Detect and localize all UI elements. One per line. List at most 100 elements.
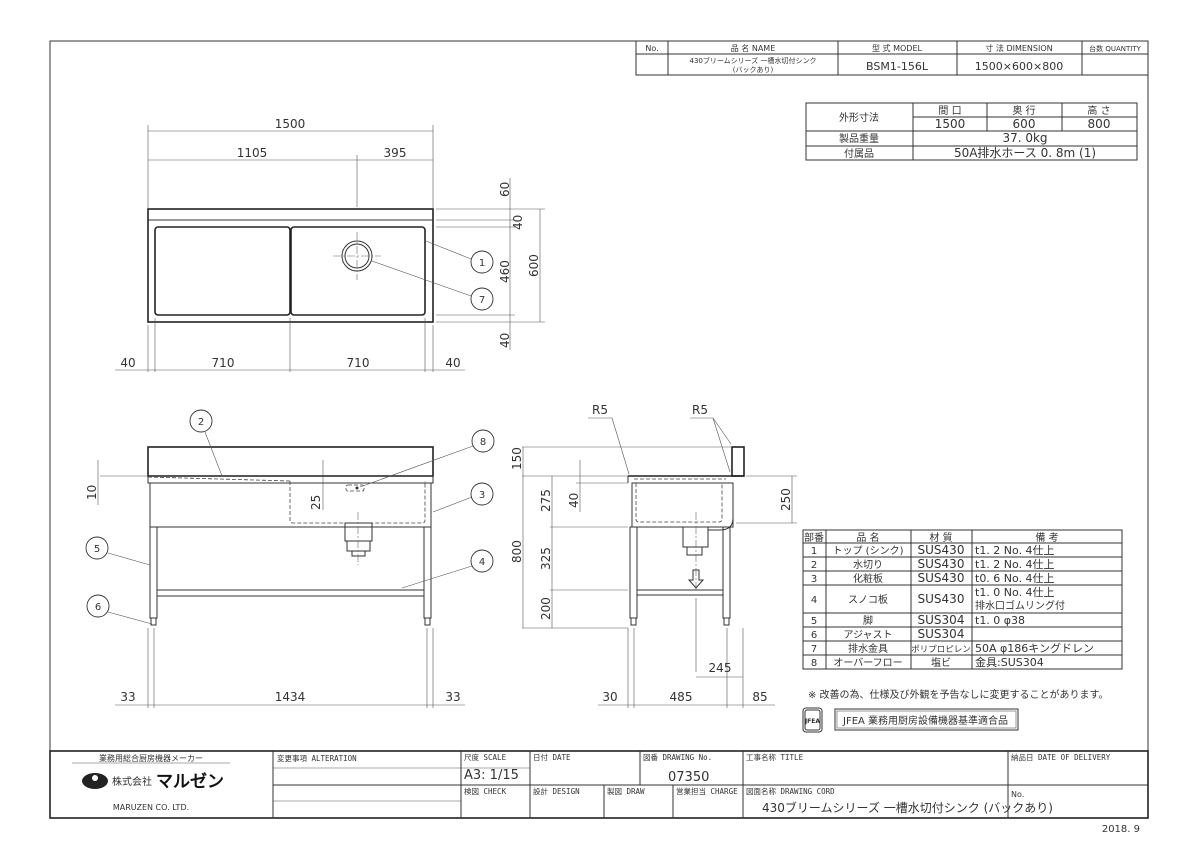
- date-label: 日付 DATE: [533, 752, 571, 762]
- header-table: No. 品 名 NAME 型 式 MODEL 寸 法 DIMENSION 台数 …: [635, 40, 1149, 76]
- weight-value: 37. 0kg: [1002, 131, 1047, 145]
- part-name: 水切り: [853, 559, 883, 571]
- header-model-label: 型 式 MODEL: [872, 43, 922, 53]
- drawing-no-label: 図番 DRAWING No.: [643, 752, 712, 762]
- dim-485: 485: [670, 690, 693, 704]
- part-name: スノコ板: [848, 593, 888, 606]
- balloon-8: 8: [480, 437, 486, 448]
- part-no: 3: [811, 574, 817, 585]
- parts-header-no: 部番: [804, 531, 824, 544]
- alteration-label: 変更事項 ALTERATION: [277, 753, 357, 763]
- dim-275: 275: [539, 489, 553, 512]
- dim-overall-width: 1500: [275, 117, 306, 131]
- jfea-text: JFEA 業務用厨房設備機器基準適合品: [842, 714, 1008, 727]
- balloon-4: 4: [479, 557, 485, 568]
- dim-1434: 1434: [275, 690, 306, 704]
- dim-40-bottom: 40: [498, 333, 512, 348]
- part-material: SUS304: [918, 613, 965, 627]
- design-label: 設計 DESIGN: [533, 786, 580, 796]
- dim-710-left: 710: [212, 356, 235, 370]
- balloon-3: 3: [479, 490, 485, 501]
- part-remarks: t1. 0 No. 4仕上: [975, 586, 1055, 599]
- part-remarks: t1. 2 No. 4仕上: [975, 558, 1055, 571]
- jfea-mark: JFEA JFEA 業務用厨房設備機器基準適合品: [802, 707, 1019, 733]
- check-label: 検図 CHECK: [464, 786, 507, 796]
- dim-40-left: 40: [120, 356, 135, 370]
- dim-40-right: 40: [445, 356, 460, 370]
- balloon-2: 2: [198, 417, 204, 428]
- change-notice: ※ 改善の為、仕様及び外観を予告なしに変更することがあります。: [808, 688, 1109, 701]
- dim-200: 200: [539, 597, 553, 620]
- part-no: 7: [811, 644, 817, 655]
- header-quantity-label: 台数 QUANTITY: [1089, 44, 1141, 53]
- header-no-label: No.: [645, 44, 658, 53]
- charge-label: 営業担当 CHARGE: [676, 786, 738, 796]
- dim-710-right: 710: [347, 356, 370, 370]
- dim-40-top: 40: [511, 215, 525, 230]
- part-remarks: t1. 0 φ38: [975, 614, 1025, 627]
- depth-label: 奥 行: [1012, 104, 1035, 117]
- maker-caption: 業務用総合厨房機器メーカー: [99, 753, 203, 763]
- product-name-line1: 430ブリームシリーズ 一槽水切付シンク: [689, 56, 816, 65]
- header-name-label: 品 名 NAME: [731, 43, 776, 53]
- part-name: トップ (シンク): [833, 545, 904, 557]
- block-no-label: No.: [1011, 790, 1024, 799]
- top-view: 1500 1105 395 60 40 460 40 600 40 710 71…: [115, 117, 545, 372]
- header-dimension-label: 寸 法 DIMENSION: [985, 43, 1052, 53]
- part-no: 2: [811, 560, 817, 571]
- dim-85: 85: [752, 690, 767, 704]
- maruzen-logo-icon: [82, 773, 108, 789]
- title-label: 工事名称 TITLE: [746, 752, 804, 762]
- dim-800: 800: [510, 540, 524, 563]
- part-name: 排水金具: [848, 642, 888, 655]
- part-remarks: 50A φ186キングドレン: [975, 641, 1094, 655]
- dim-25: 25: [309, 495, 323, 510]
- model-value: BSM1-156L: [866, 60, 929, 73]
- depth-value: 600: [1013, 117, 1036, 131]
- balloon-1: 1: [479, 258, 485, 269]
- part-remarks: t0. 6 No. 4仕上: [975, 572, 1055, 585]
- accessory-label: 付属品: [844, 147, 874, 160]
- dim-325: 325: [539, 547, 553, 570]
- dim-60: 60: [498, 182, 512, 197]
- part-remarks: t1. 2 No. 4仕上: [975, 544, 1055, 557]
- dim-460: 460: [498, 260, 512, 283]
- part-name: 化粧板: [853, 572, 883, 585]
- part-no: 1: [811, 546, 817, 557]
- scale-label: 尺度 SCALE: [464, 752, 507, 762]
- dim-33-left: 33: [120, 690, 135, 704]
- part-material: SUS430: [918, 571, 965, 585]
- company-logo: マルゼン: [156, 771, 224, 792]
- footer-date: 2018. 9: [1102, 824, 1140, 835]
- height-value: 800: [1088, 117, 1111, 131]
- dim-250: 250: [779, 488, 793, 511]
- dim-150: 150: [510, 447, 524, 470]
- weight-label: 製品重量: [839, 132, 879, 145]
- balloon-6: 6: [95, 602, 101, 613]
- dim-245: 245: [709, 661, 732, 675]
- width-label: 間 口: [938, 105, 961, 117]
- dim-33-right: 33: [445, 690, 460, 704]
- part-name: 脚: [863, 614, 873, 627]
- parts-header-remarks: 備 考: [1035, 531, 1058, 544]
- part-material: SUS430: [918, 592, 965, 606]
- parts-header-name: 品 名: [856, 531, 879, 544]
- part-material: 塩ビ: [931, 656, 951, 669]
- width-value: 1500: [935, 117, 966, 131]
- dimension-value: 1500×600×800: [975, 60, 1063, 73]
- dim-r5-front: R5: [592, 403, 608, 417]
- part-no: 6: [811, 630, 817, 641]
- dim-10: 10: [85, 485, 99, 500]
- part-name: オーバーフロー: [833, 657, 902, 669]
- dim-30: 30: [602, 690, 617, 704]
- balloon-7: 7: [479, 295, 485, 306]
- outer-dim-label: 外形寸法: [839, 111, 879, 124]
- front-view: 10 25 33 1434 33 2 8 3 5 4 6: [85, 409, 495, 708]
- dim-left-width: 1105: [237, 146, 268, 160]
